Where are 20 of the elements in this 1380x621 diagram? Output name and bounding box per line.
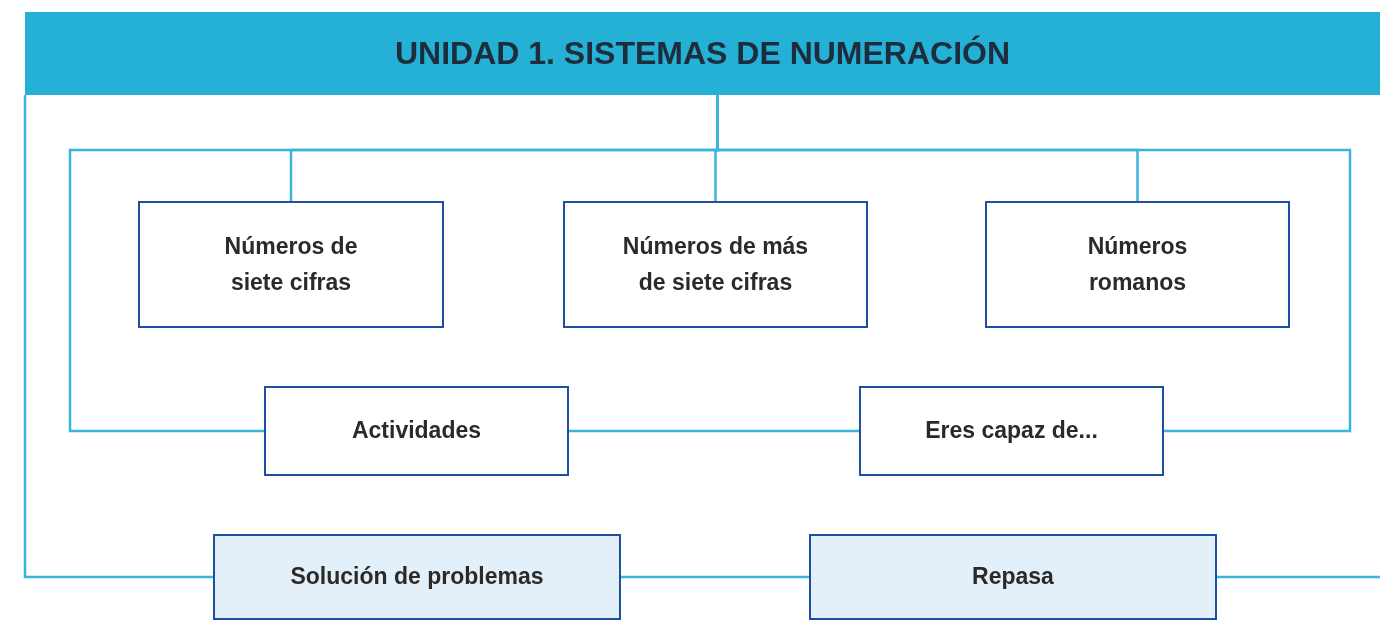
connector-line xyxy=(569,429,859,433)
connector-line xyxy=(1217,575,1380,579)
box-label: Solución de problemas xyxy=(290,562,544,592)
box-label: Repasa xyxy=(972,562,1054,592)
connector-line xyxy=(23,95,213,579)
box-label: Números de siete cifras xyxy=(223,231,359,297)
section-box xyxy=(213,534,621,620)
title-band xyxy=(25,12,1380,95)
box-label: Eres capaz de... xyxy=(925,416,1098,446)
section-box xyxy=(809,534,1217,620)
box-label: Números de más de siete cifras xyxy=(621,231,810,297)
topic-box xyxy=(985,201,1290,328)
box-label: Números romanos xyxy=(1086,231,1189,297)
box-label: Actividades xyxy=(351,416,482,446)
connector-line xyxy=(621,575,809,579)
section-box xyxy=(859,386,1164,476)
section-box xyxy=(264,386,569,476)
band-label: UNIDAD 1. SISTEMAS DE NUMERACIÓN xyxy=(394,35,1011,72)
topic-box xyxy=(563,201,868,328)
topic-box xyxy=(138,201,444,328)
